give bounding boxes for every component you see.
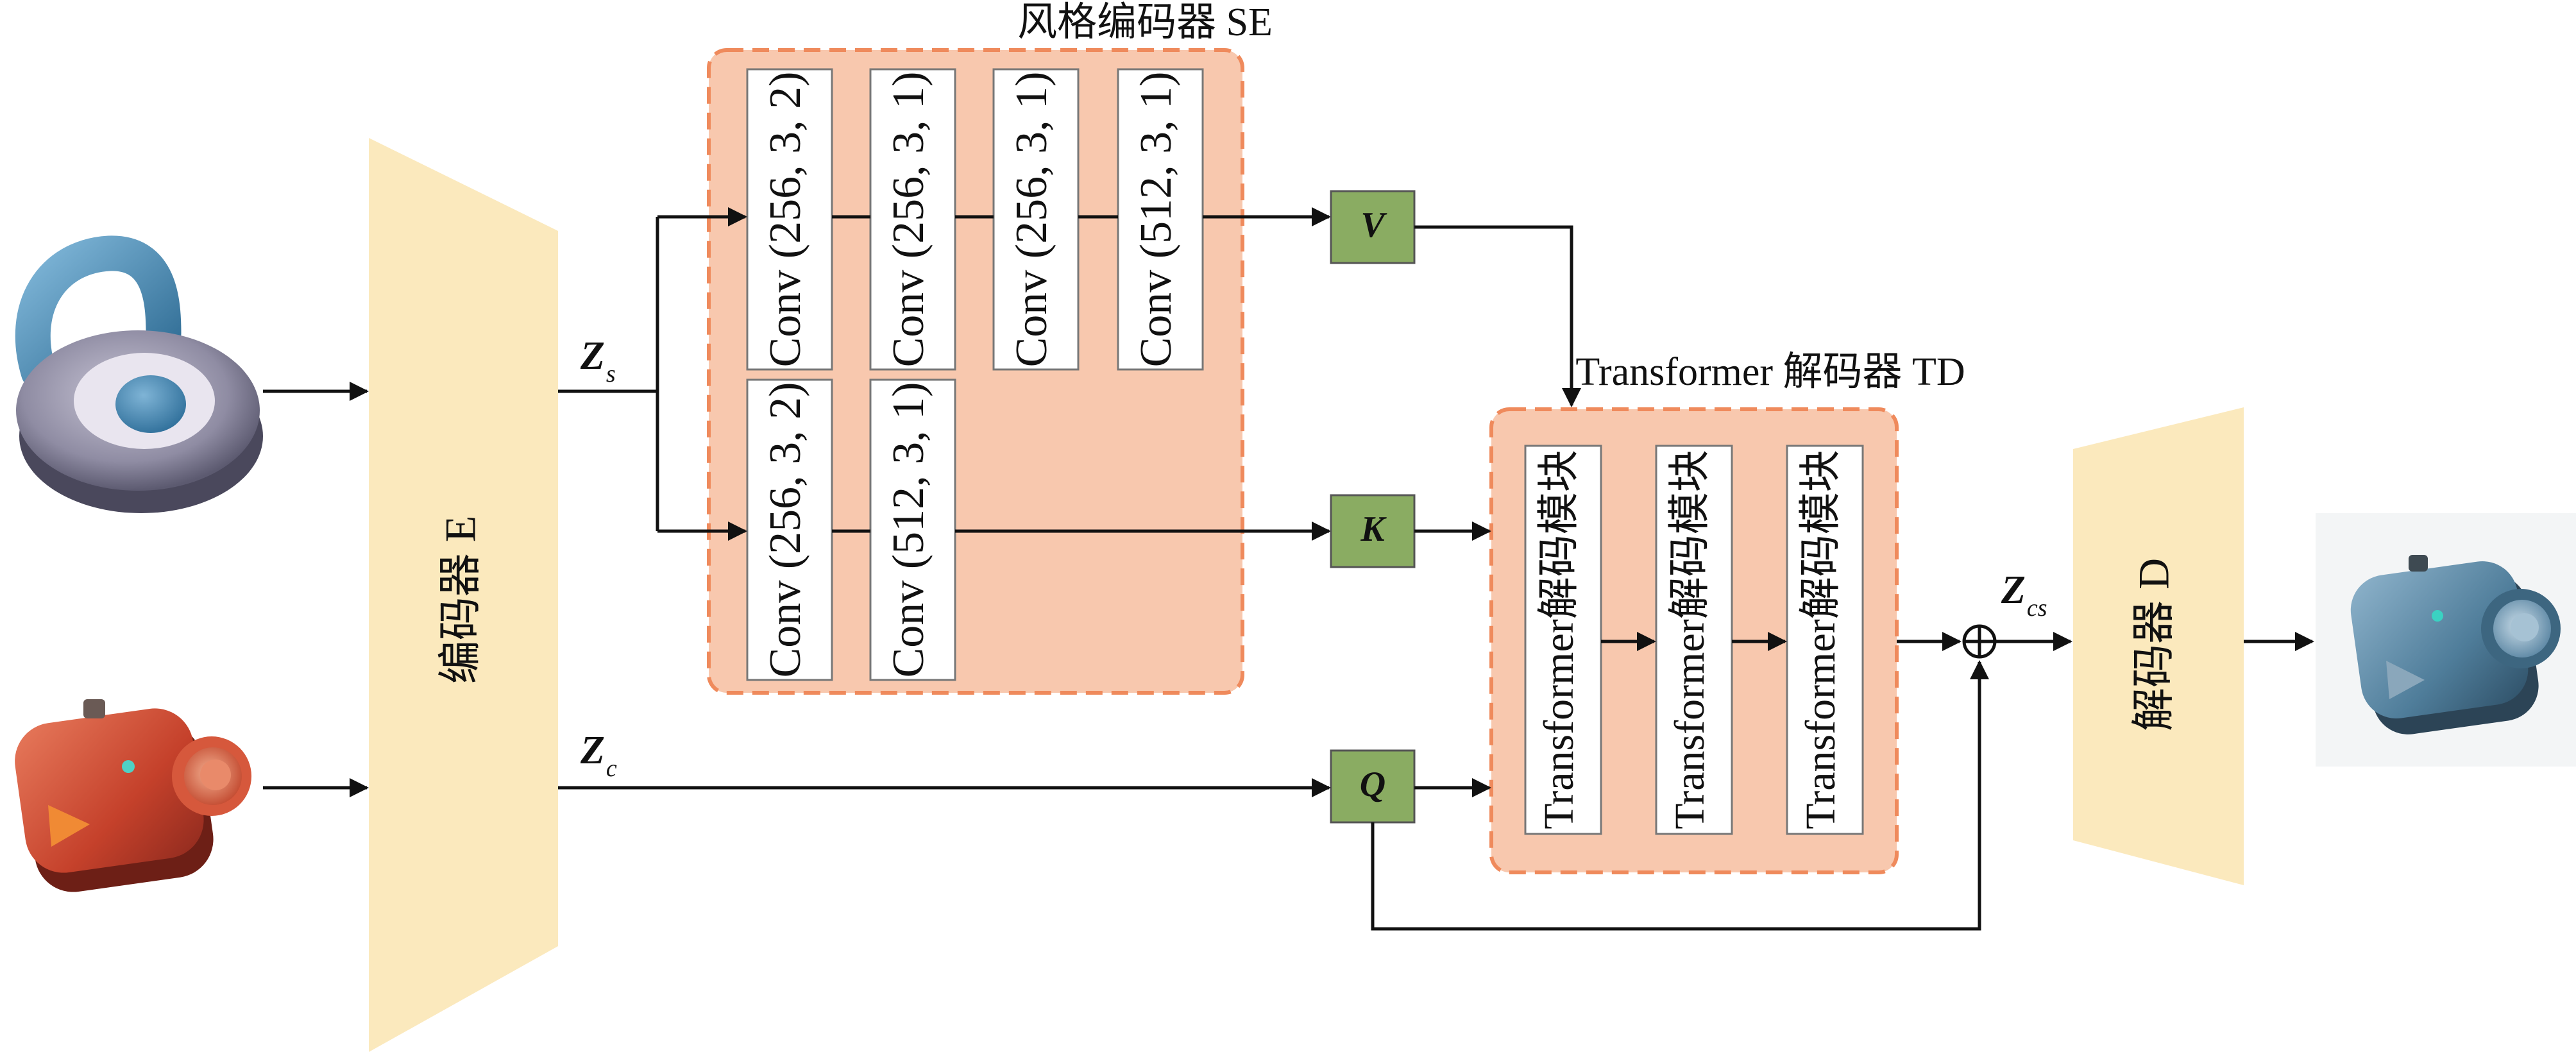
residual-q-to-sum: [1371, 660, 1989, 931]
v-box: [1330, 190, 1416, 264]
sum-icon: [1962, 624, 1997, 659]
transformer-decoder-title: Transformer 解码器 TD: [1575, 350, 1965, 394]
conv-box-r2-1: [746, 378, 833, 681]
conv-box-r1-3: [992, 68, 1080, 371]
k-label: K: [1360, 509, 1387, 549]
conv-box-r1-1: [746, 68, 833, 371]
q-label: Q: [1360, 765, 1385, 804]
td-block-label-3: Transformer解码模块: [1797, 450, 1844, 829]
decoder-label: 解码器 D: [2130, 558, 2178, 731]
conv-label-r2-2: Conv (512, 3, 1): [884, 382, 933, 678]
td-block-label-2: Transformer解码模块: [1666, 450, 1713, 829]
zs-label: Zs: [580, 334, 616, 387]
conv-box-r1-4: [1117, 68, 1204, 371]
td-block-3: [1786, 445, 1864, 835]
output-image-blue-camera: [2316, 513, 2576, 767]
style-image-lock: [15, 235, 263, 513]
conv-label-r1-1: Conv (256, 3, 2): [761, 72, 810, 368]
zcs-label: Zcs: [2001, 568, 2047, 622]
conv-label-r1-4: Conv (512, 3, 1): [1131, 72, 1181, 368]
decoder-block: 解码器 D: [2073, 407, 2244, 885]
td-block-2: [1655, 445, 1733, 835]
zc-label: Zc: [580, 729, 617, 782]
conv-label-r1-3: Conv (256, 3, 1): [1007, 72, 1056, 368]
conv-label-r1-2: Conv (256, 3, 1): [884, 72, 933, 368]
style-encoder-title: 风格编码器 SE: [1017, 1, 1273, 44]
encoder-block: 编码器 E: [369, 138, 558, 1052]
q-box: [1330, 749, 1416, 824]
conv-box-r1-2: [869, 68, 956, 371]
encoder-label: 编码器 E: [436, 516, 485, 684]
td-block-label-1: Transformer解码模块: [1536, 450, 1582, 829]
content-image-red-camera: [15, 699, 251, 892]
conv-label-r2-1: Conv (256, 3, 2): [761, 382, 810, 678]
arrow-v-to-td: [1414, 225, 1581, 407]
v-label: V: [1360, 205, 1387, 245]
conv-box-r2-2: [869, 378, 956, 681]
